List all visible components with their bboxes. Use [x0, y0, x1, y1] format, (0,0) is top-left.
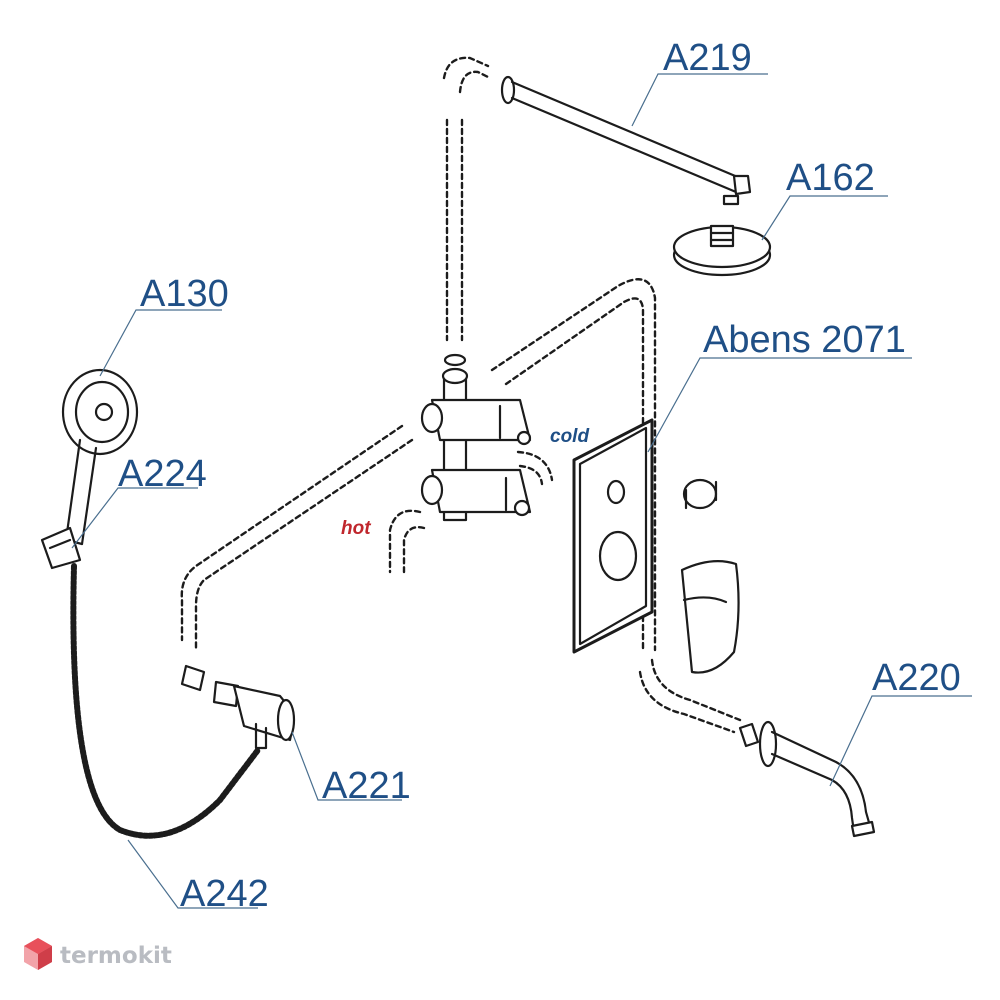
label-arm: A219: [663, 37, 752, 79]
label-hose: A242: [180, 873, 269, 915]
cube-logo-icon: [24, 938, 52, 970]
trim-plate: [572, 418, 654, 654]
shower-holder: [40, 526, 82, 570]
hot-note: hot: [341, 518, 371, 539]
cold-note: cold: [550, 426, 589, 447]
label-head: A162: [786, 157, 875, 199]
label-outlet: A221: [322, 765, 411, 807]
leader-lines: [71, 73, 972, 909]
concealed-pipes: [180, 56, 742, 734]
label-handshower: A130: [140, 273, 229, 315]
part-labels: A219 A162 A130 A224 Abens 2071 A221 A220…: [118, 37, 961, 915]
label-holder: A224: [118, 453, 207, 495]
wall-outlet: [180, 664, 296, 750]
shower-hose: [70, 563, 261, 839]
mixer-body: [420, 353, 532, 522]
hand-shower: [61, 368, 139, 546]
control-knobs: [680, 478, 740, 674]
watermark: termokit: [24, 938, 172, 970]
watermark-text: termokit: [60, 943, 172, 969]
label-spout: A220: [872, 657, 961, 699]
label-mixer: Abens 2071: [703, 319, 906, 361]
shower-head: [672, 224, 772, 277]
shower-arm: [500, 75, 752, 206]
bath-spout: [738, 720, 876, 838]
